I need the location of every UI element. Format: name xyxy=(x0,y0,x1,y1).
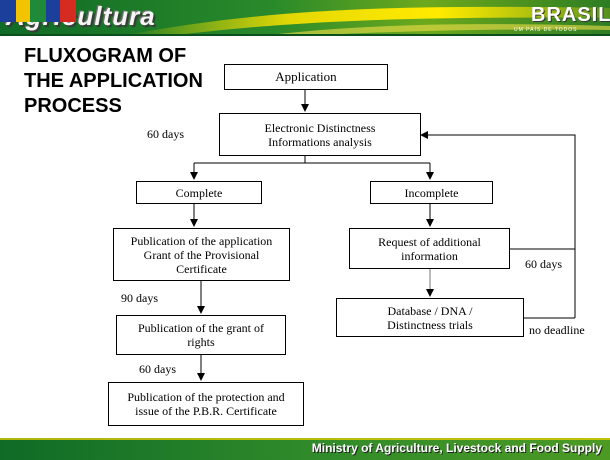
label-60-days-analysis: 60 days xyxy=(147,127,184,141)
box-publication-grant: Publication of the grant of rights xyxy=(116,315,286,355)
header-background xyxy=(0,0,610,36)
box-request-information: Request of additional information xyxy=(349,228,510,269)
box-publication-application: Publication of the application Grant of … xyxy=(113,228,290,281)
line-return-request xyxy=(420,131,576,250)
footer-text: Ministry of Agriculture, Livestock and F… xyxy=(311,441,602,455)
header-bar: Agricultura BRASIL UM PAÍS DE TODOS xyxy=(0,0,610,36)
box-publication-protection: Publication of the protection and issue … xyxy=(108,382,304,426)
box-incomplete: Incomplete xyxy=(370,181,493,204)
box-complete: Complete xyxy=(136,181,262,204)
box-database-trials: Database / DNA / Distinctness trials xyxy=(336,298,524,337)
box-application: Application xyxy=(224,64,388,90)
box-analysis: Electronic Distinctness Informations ana… xyxy=(219,113,421,156)
footer-background xyxy=(0,438,610,460)
footer-bar: Ministry of Agriculture, Livestock and F… xyxy=(0,438,610,460)
logo-text: BRASIL xyxy=(531,4,610,26)
label-90-days: 90 days xyxy=(121,291,158,305)
label-60-days-return: 60 days xyxy=(525,257,562,271)
page-title: FLUXOGRAM OF THE APPLICATION PROCESS xyxy=(24,45,203,117)
label-60-days-protection: 60 days xyxy=(139,362,176,376)
label-no-deadline: no deadline xyxy=(529,323,585,337)
brasil-logo xyxy=(0,0,76,22)
logo-subtitle: UM PAÍS DE TODOS xyxy=(514,27,578,33)
